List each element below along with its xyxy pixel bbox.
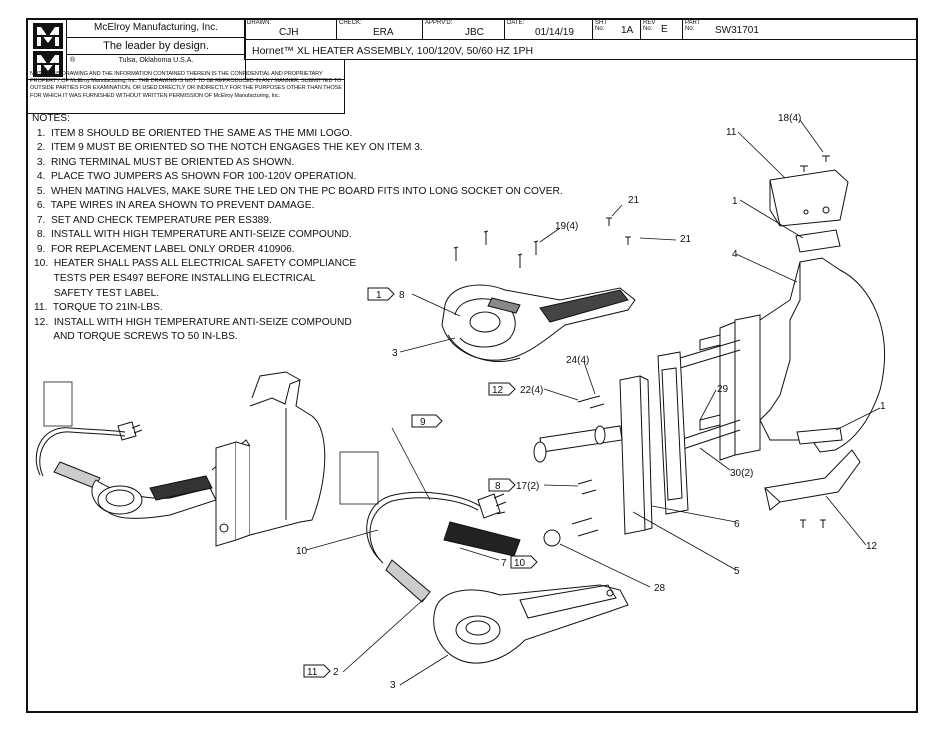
flag-1-box	[367, 287, 395, 301]
callout-21-b: 21	[680, 234, 692, 245]
sht-value: 1A	[621, 25, 634, 36]
rev-cell: REV No: E	[641, 20, 683, 39]
flag-11-box	[303, 664, 331, 678]
flag-12-box	[488, 382, 516, 396]
title-block: McElroy Manufacturing, Inc. The leader b…	[28, 20, 916, 115]
callout-1-top: 1	[732, 196, 738, 207]
flag-1-label: 1	[376, 290, 382, 301]
note-item: TESTS PER ES497 BEFORE INSTALLING ELECTR…	[34, 273, 316, 285]
callout-17: 17(2)	[516, 481, 539, 492]
flag-9-label: 9	[420, 417, 426, 428]
drawn-cell: DRAWN: CJH	[245, 20, 337, 39]
note-item: 1. ITEM 8 SHOULD BE ORIENTED THE SAME AS…	[34, 127, 353, 139]
flag-10-box	[510, 555, 538, 569]
apprvd-value: JBC	[465, 27, 484, 38]
rev-value: E	[661, 24, 668, 35]
callout-28: 28	[654, 583, 666, 594]
apprvd-label: APPRV'D:	[425, 20, 453, 26]
mmi-logo-icon	[33, 23, 63, 77]
note-item: 4. PLACE TWO JUMPERS AS SHOWN FOR 100-12…	[34, 171, 357, 183]
flag-8-label: 8	[495, 481, 501, 492]
heater-cover-top	[441, 284, 636, 362]
date-label: DATE:	[507, 20, 525, 26]
company-tagline: The leader by design.	[67, 37, 245, 55]
note-item: 12. INSTALL WITH HIGH TEMPERATURE ANTI-S…	[34, 316, 352, 328]
note-item: 8. INSTALL WITH HIGH TEMPERATURE ANTI-SE…	[34, 229, 352, 241]
check-cell: CHECK: ERA	[337, 20, 423, 39]
callout-18: 18(4)	[778, 113, 801, 124]
note-item: 10. HEATER SHALL PASS ALL ELECTRICAL SAF…	[34, 258, 357, 270]
callout-12: 12	[866, 541, 878, 552]
callout-4: 4	[732, 249, 738, 260]
apprvd-cell: APPRV'D: JBC	[423, 20, 505, 39]
drawn-label: DRAWN:	[247, 20, 272, 26]
company-location: Tulsa, Oklahoma U.S.A.	[118, 57, 194, 64]
flag-8-box	[488, 478, 516, 492]
note-item: 3. RING TERMINAL MUST BE ORIENTED AS SHO…	[34, 156, 295, 168]
callout-6: 6	[734, 519, 740, 530]
flag-11-label: 11	[307, 667, 318, 678]
note-item: SAFETY TEST LABEL.	[34, 287, 160, 299]
assembled-heater-left	[35, 371, 326, 547]
note-item: 9. FOR REPLACEMENT LABEL ONLY ORDER 4109…	[34, 243, 295, 255]
callout-1-right: 1	[880, 401, 886, 412]
sht-label: SHT No:	[595, 20, 607, 32]
callout-24: 24(4)	[566, 355, 589, 366]
callout-3-top: 3	[392, 348, 398, 359]
callout-30: 30(2)	[730, 468, 753, 479]
flag-12-label: 12	[492, 385, 504, 396]
note-item: 5. WHEN MATING HALVES, MAKE SURE THE LED…	[34, 185, 563, 197]
rev-label: REV No:	[643, 20, 656, 32]
check-label: CHECK:	[339, 20, 362, 26]
note-item: 6. TAPE WIRES IN AREA SHOWN TO PREVENT D…	[34, 200, 315, 212]
screws	[453, 155, 830, 537]
note-item: AND TORQUE SCREWS TO 50 IN-LBS.	[34, 331, 238, 343]
callout-2: 2	[333, 667, 339, 678]
date-cell: DATE: 01/14/19	[505, 20, 593, 39]
callout-3-bottom: 3	[390, 680, 396, 691]
drawing-description: Hornet™ XL HEATER ASSEMBLY, 100/120V, 50…	[252, 45, 534, 57]
flag-9-box	[411, 414, 443, 428]
confidential-note: NOTE: THIS DRAWING AND THE INFORMATION C…	[30, 71, 342, 99]
drawing-sheet: McElroy Manufacturing, Inc. The leader b…	[26, 18, 918, 713]
note-item: 11. TORQUE TO 21IN-LBS.	[34, 302, 163, 314]
company-name: McElroy Manufacturing, Inc.	[94, 22, 218, 33]
callout-21-a: 21	[628, 195, 640, 206]
drawn-value: CJH	[279, 27, 299, 38]
notes-block: NOTES: 1. ITEM 8 SHOULD BE ORIENTED THE …	[32, 112, 563, 345]
callout-7: 7	[501, 558, 507, 569]
flag-boxes	[303, 287, 538, 678]
callout-5: 5	[734, 566, 740, 577]
callout-29: 29	[717, 384, 729, 395]
date-value: 01/14/19	[535, 27, 574, 38]
callout-19: 19(4)	[555, 221, 578, 232]
callout-8: 8	[399, 290, 405, 301]
part-label: PART No:	[685, 20, 701, 32]
callout-10: 10	[296, 546, 308, 557]
flag-10-label: 10	[514, 558, 526, 569]
note-item: 7. SET AND CHECK TEMPERATURE PER ES389.	[34, 214, 272, 226]
callout-11-top: 11	[726, 127, 737, 138]
company-block: McElroy Manufacturing, Inc. The leader b…	[66, 20, 246, 80]
note-item: 2. ITEM 9 MUST BE ORIENTED SO THE NOTCH …	[34, 142, 423, 154]
sht-cell: SHT No: 1A	[593, 20, 641, 39]
part-cell: PART No: SW31701	[683, 20, 916, 39]
notes-heading: NOTES:	[32, 113, 70, 124]
heater-element-assembly	[533, 169, 885, 547]
check-value: ERA	[373, 27, 394, 38]
registered-mark: ®	[70, 57, 76, 64]
leader-lines	[305, 119, 881, 686]
heater-cover-bottom	[339, 451, 629, 664]
part-value: SW31701	[715, 25, 759, 36]
callout-22: 22(4)	[520, 385, 543, 396]
